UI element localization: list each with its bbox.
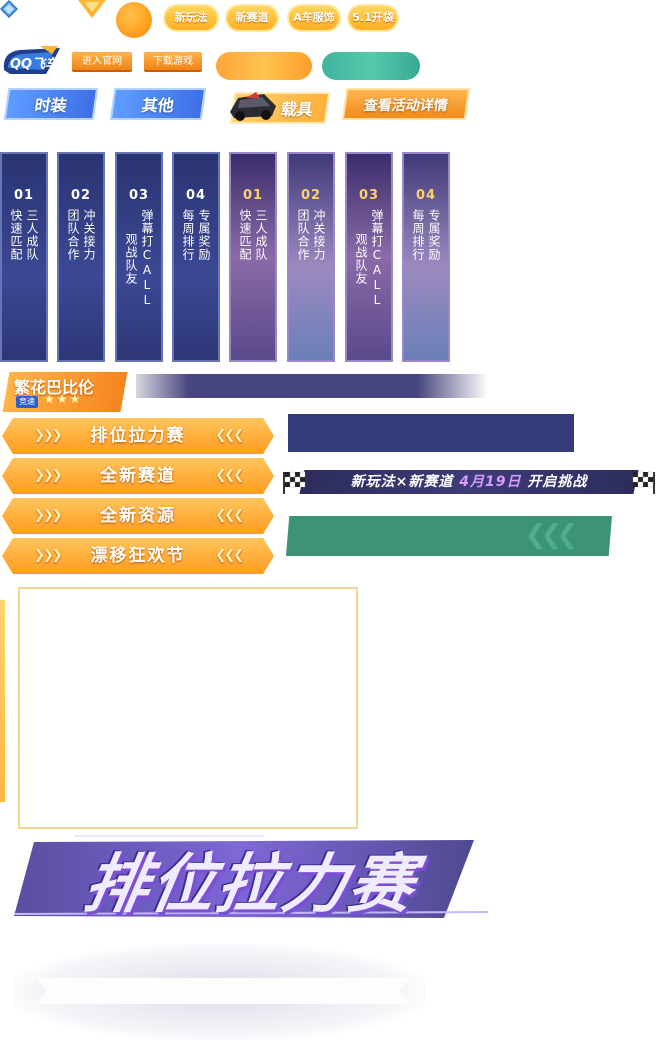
side-accent-strip	[0, 600, 5, 802]
diamond-icon	[0, 0, 18, 18]
card-line-2: 三人成队	[254, 209, 268, 261]
category-vehicle-label: 载具	[279, 100, 315, 119]
card-line-2: 冲关接力	[82, 209, 96, 261]
card-line-2: 三人成队	[25, 209, 39, 261]
view-event-details-label: 查看活动详情	[362, 98, 449, 114]
banner-part-2: 开启挑战	[521, 474, 588, 490]
feature-card-7-active[interactable]: 03 观战队友弹幕打CALL	[345, 152, 393, 362]
chevron-down-icon	[78, 0, 106, 18]
card-line-1: 每周排行	[411, 209, 425, 261]
category-fashion-label: 时装	[33, 96, 69, 115]
menu-drift-carnival-label: 漂移狂欢节	[90, 546, 186, 566]
card-line-1: 团队合作	[66, 209, 80, 261]
card-number: 04	[185, 188, 207, 203]
menu-new-resources-button[interactable]: ❯❯❯ 全新资源 ❮❮❮	[2, 498, 274, 534]
feature-card-6-active[interactable]: 02 团队合作冲关接力	[287, 152, 335, 362]
feature-card-5-active[interactable]: 01 快速匹配三人成队	[229, 152, 277, 362]
feature-card-4[interactable]: 04 每周排行专属奖励	[172, 152, 220, 362]
category-other-button[interactable]: 其他	[109, 88, 207, 120]
card-line-2: 专属奖励	[427, 209, 441, 261]
difficulty-stars: ★★★	[44, 392, 83, 406]
tag-car-outfit[interactable]: A车服饰	[287, 4, 341, 32]
menu-new-resources-label: 全新资源	[100, 506, 176, 526]
banner-date: 4月19日	[459, 474, 522, 490]
tag-may-pack[interactable]: 5.1开袋	[347, 4, 399, 32]
feature-card-3[interactable]: 03 观战队友弹幕打CALL	[115, 152, 163, 362]
svg-text:QQ飞车: QQ飞车	[10, 56, 60, 72]
card-line-2: 弹幕打CALL	[370, 209, 384, 308]
tag-new-mode[interactable]: 新玩法	[163, 4, 219, 32]
tag-new-track[interactable]: 新赛道	[225, 4, 279, 32]
game-logo: QQ飞车	[3, 46, 60, 74]
menu-new-track-label: 全新赛道	[100, 466, 176, 486]
orange-pill-button[interactable]	[216, 52, 312, 80]
event-date-banner: 新玩法×新赛道 4月19日 开启挑战	[280, 468, 658, 496]
track-type-badge: 竞速	[16, 396, 38, 408]
menu-drift-carnival-button[interactable]: ❯❯❯ 漂移狂欢节 ❮❮❮	[2, 538, 274, 574]
card-number: 01	[13, 188, 35, 203]
card-line-1: 观战队友	[354, 232, 368, 285]
card-line-1: 团队合作	[296, 209, 310, 261]
official-site-link[interactable]: 进入官网	[72, 52, 132, 72]
card-number: 03	[358, 188, 380, 203]
kart-icon	[230, 92, 276, 121]
banner-part-1: 新玩法×新赛道	[350, 474, 460, 490]
title-art-backdrop	[14, 835, 488, 918]
feature-card-2[interactable]: 02 团队合作冲关接力	[57, 152, 105, 362]
card-line-2: 冲关接力	[312, 209, 326, 261]
card-line-2: 专属奖励	[197, 209, 211, 261]
checkered-flag-icon	[283, 471, 306, 494]
card-line-1: 快速匹配	[9, 209, 23, 261]
menu-ranked-rally-button[interactable]: ❯❯❯ 排位拉力赛 ❮❮❮	[2, 418, 274, 454]
checkered-flag-icon	[632, 471, 655, 494]
green-panel: ❮❮❮	[286, 516, 612, 556]
card-line-1: 快速匹配	[238, 209, 252, 261]
track-name: 繁花巴比伦	[14, 378, 95, 397]
card-number: 02	[300, 188, 322, 203]
card-number: 02	[70, 188, 92, 203]
feature-card-1[interactable]: 01 快速匹配三人成队	[0, 152, 48, 362]
card-line-1: 观战队友	[124, 232, 138, 285]
view-event-details-button[interactable]: 查看活动详情	[341, 88, 471, 120]
navy-panel	[288, 414, 574, 452]
category-fashion-button[interactable]: 时装	[3, 88, 99, 120]
card-number: 04	[415, 188, 437, 203]
orange-circle-button[interactable]	[116, 2, 152, 38]
feature-card-8-active[interactable]: 04 每周排行专属奖励	[402, 152, 450, 362]
menu-new-track-button[interactable]: ❯❯❯ 全新赛道 ❮❮❮	[2, 458, 274, 494]
subtitle-ribbon	[36, 978, 410, 1004]
download-game-link[interactable]: 下载游戏	[144, 52, 202, 72]
ranked-rally-title: 排位拉力赛	[78, 848, 422, 922]
card-line-1: 每周排行	[181, 209, 195, 261]
card-line-2: 弹幕打CALL	[140, 209, 154, 308]
track-gradient-bar	[136, 374, 488, 398]
category-other-label: 其他	[140, 96, 176, 115]
banner-text: 新玩法×新赛道 4月19日 开启挑战	[280, 468, 658, 496]
menu-ranked-rally-label: 排位拉力赛	[90, 426, 186, 446]
green-pill-button[interactable]	[322, 52, 420, 80]
card-number: 03	[128, 188, 150, 203]
content-frame	[18, 587, 358, 829]
card-number: 01	[242, 188, 264, 203]
